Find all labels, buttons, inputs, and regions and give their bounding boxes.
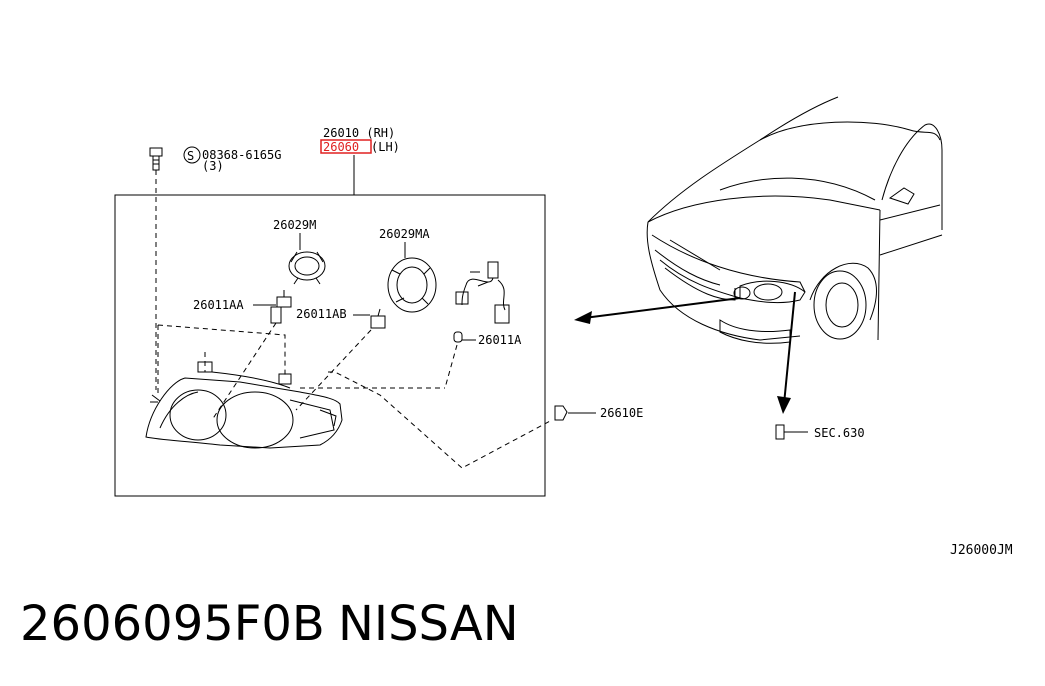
- part-26011AA-label: 26011AA: [193, 298, 244, 312]
- halogen-bulb-icon-2: [370, 308, 386, 329]
- brand-name: NISSAN: [338, 596, 519, 652]
- assembly-lh-highlight: [320, 139, 372, 154]
- part-26029M-label: 26029M: [273, 218, 316, 232]
- small-bulb-icon: [453, 331, 463, 343]
- headlamp-assembly-icon: [145, 361, 343, 449]
- wire-harness-icon: [455, 261, 510, 324]
- screw-icon: [149, 147, 163, 171]
- sec630-marker-icon: [775, 424, 785, 440]
- part-26011A-label: 26011A: [478, 333, 522, 347]
- halogen-bulb-icon: [270, 290, 292, 324]
- section-ref-label: SEC.630: [814, 426, 865, 440]
- screw-part-label: 08368-6165G: [202, 148, 281, 162]
- svg-text:S: S: [187, 149, 194, 163]
- screw-symbol-icon: S: [183, 146, 201, 164]
- part-number: 2606095F0B: [20, 596, 325, 652]
- part-26029MA-label: 26029MA: [379, 227, 430, 241]
- socket-cover-icon: [387, 257, 437, 313]
- assembly-frame: [114, 194, 546, 497]
- clip-icon: [554, 405, 568, 421]
- part-26011AB-label: 26011AB: [296, 307, 347, 321]
- part-26610E-label: 26610E: [600, 406, 643, 420]
- car-illustration: [646, 96, 943, 344]
- bulb-cap-icon: [288, 251, 326, 285]
- drawing-code: J26000JM: [950, 543, 1013, 558]
- assembly-rh-label: 26010 (RH): [323, 126, 395, 140]
- screw-qty-label: (3): [202, 159, 224, 173]
- assembly-lh-label: 26060: [323, 140, 359, 154]
- assembly-lh-suffix: (LH): [371, 140, 400, 154]
